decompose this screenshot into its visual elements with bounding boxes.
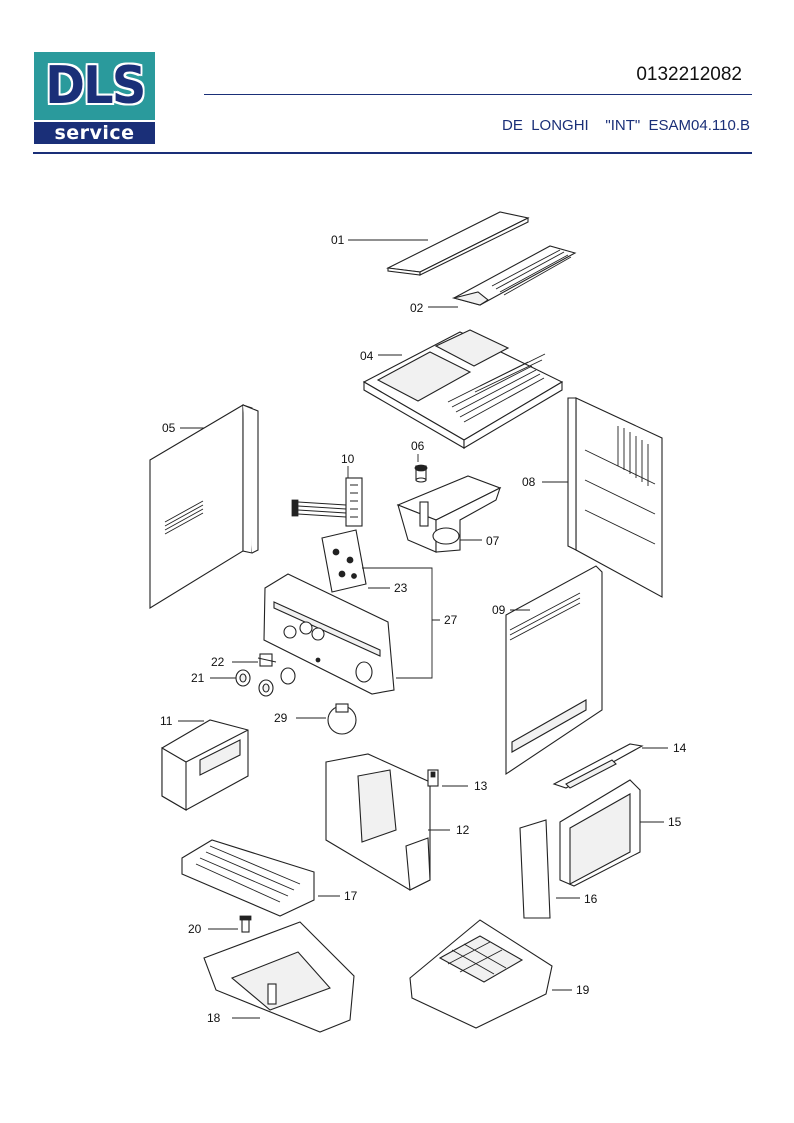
document-number: 0132212082 [636,64,742,85]
label-19: 19 [576,983,590,997]
part-15-grounds-container [559,779,641,887]
logo-mark-panel: DLS [34,52,155,120]
label-04: 04 [360,349,374,363]
logo-subtext: service [34,122,155,144]
part-18-drip-tray [203,921,355,1033]
part-14-slide-bar [552,743,644,789]
part-01-top-lid [386,211,530,276]
label-22: 22 [211,655,225,669]
part-06-gear-knob [414,464,428,483]
header-rule-top [204,94,752,95]
label-02: 02 [410,301,424,315]
part-labels: 01 02 04 05 06 07 08 09 10 11 12 13 14 1… [160,233,687,1025]
label-21: 21 [191,671,205,685]
part-08-right-side-panel [567,397,663,598]
part-16-side-cover [519,819,551,919]
label-05: 05 [162,421,176,435]
label-18: 18 [207,1011,221,1025]
label-23: 23 [394,581,408,595]
part-23-circuit-board [321,529,367,593]
part-21-rotary-knobs [235,667,296,697]
part-13-clip [427,769,439,787]
part-04-upper-frame [362,329,564,449]
label-20: 20 [188,922,202,936]
part-05-left-side-panel [149,404,259,609]
part-19-base-plate [409,919,553,1029]
label-07: 07 [486,534,500,548]
label-29: 29 [274,711,288,725]
label-13: 13 [474,779,488,793]
label-15: 15 [668,815,682,829]
leader-lines [178,239,668,1019]
part-11-water-tank [161,719,249,811]
part-20-screw [239,915,252,933]
label-08: 08 [522,475,536,489]
logo-mark: DLS [44,56,146,116]
part-09-front-plate [505,565,603,776]
part-17-cup-grille [181,839,315,917]
label-17: 17 [344,889,358,903]
model-line: DE LONGHI "INT" ESAM04.110.B [502,117,750,134]
label-11: 11 [160,714,173,728]
part-27-control-panel [263,573,395,695]
label-12: 12 [456,823,470,837]
header-rule-bottom [33,152,752,154]
label-14: 14 [673,741,687,755]
part-02-bean-lid [451,245,577,306]
part-29-rotary-switch [327,703,357,735]
leader-27 [362,567,440,679]
part-10-cable-harness [291,477,363,527]
label-01: 01 [331,233,345,247]
part-12-water-spout [325,753,431,891]
label-27: 27 [444,613,458,627]
label-10: 10 [341,452,355,466]
label-16: 16 [584,892,598,906]
label-06: 06 [411,439,425,453]
label-09: 09 [492,603,506,617]
part-22-small-knob [257,653,277,667]
part-07-funnel-tray [396,475,502,553]
dls-service-logo: DLS service [34,52,155,144]
